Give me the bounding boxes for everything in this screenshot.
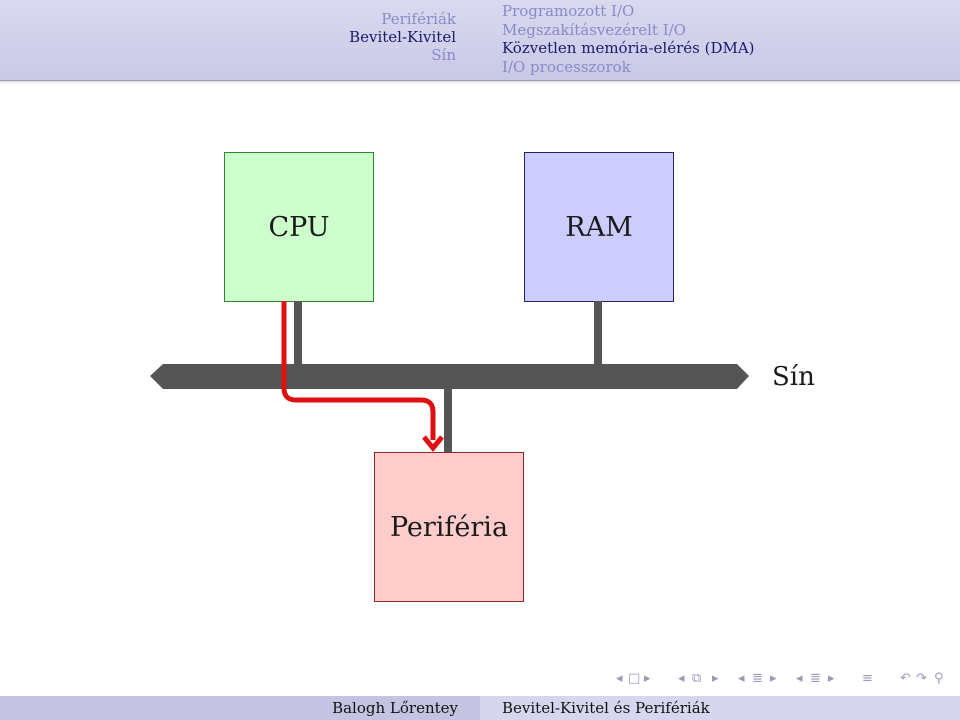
peripheral-bus-connector [444, 388, 452, 452]
nav-back-icon[interactable]: ↶ [900, 671, 911, 686]
nav-prev-frame-icon[interactable]: ◂ [616, 671, 623, 686]
peripheral-box: Periféria [374, 452, 524, 602]
nav-next-part-icon[interactable]: ▸ [828, 671, 835, 686]
nav-subsection-icon[interactable]: ⧉ [692, 671, 702, 686]
ram-box: RAM [524, 152, 674, 302]
nav-prev-part-icon[interactable]: ◂ [796, 671, 803, 686]
dma-path-arrowhead [422, 435, 444, 452]
ram-bus-connector [594, 301, 602, 365]
nav-forward-icon[interactable]: ↷ [916, 671, 927, 686]
subsection-link-megszakitas[interactable]: Megszakításvezérelt I/O [502, 20, 686, 39]
nav-next-subsection-icon[interactable]: ▸ [712, 671, 719, 686]
nav-prev-subsection-icon[interactable]: ◂ [678, 671, 685, 686]
section-link-periferiak[interactable]: Perifériák [381, 10, 456, 28]
nav-part-icon[interactable]: ≣ [810, 671, 821, 686]
peripheral-label: Periféria [389, 511, 509, 543]
dma-data-path [281, 301, 436, 440]
footer-author: Balogh Lőrentey [0, 696, 480, 720]
subsection-list: Programozott I/O Megszakításvezérelt I/O… [502, 2, 755, 76]
nav-section-icon[interactable]: ≣ [752, 671, 763, 686]
footer-title: Bevitel-Kivitel és Perifériák [480, 696, 960, 720]
cpu-bus-connector [294, 301, 302, 365]
nav-next-frame-icon[interactable]: ▸ [644, 671, 651, 686]
nav-search-icon[interactable]: ⚲ [934, 671, 944, 686]
system-bus [150, 364, 749, 389]
nav-align-icon[interactable]: ≡ [862, 671, 873, 686]
subsection-link-io-processzor[interactable]: I/O processzorok [502, 57, 631, 76]
section-list: Perifériák Bevitel-Kivitel Sín [349, 10, 456, 64]
cpu-box: CPU [224, 152, 374, 302]
subsection-link-programozott[interactable]: Programozott I/O [502, 2, 635, 20]
cpu-label: CPU [268, 211, 330, 243]
bus-label: Sín [772, 362, 815, 392]
ram-label: RAM [565, 211, 633, 243]
nav-frame-icon[interactable]: □ [628, 671, 641, 686]
header-shadow [0, 80, 960, 84]
slide-footer: Balogh Lőrentey Bevitel-Kivitel és Perif… [0, 696, 960, 720]
section-link-bevitel-kivitel[interactable]: Bevitel-Kivitel [349, 28, 456, 46]
nav-prev-section-icon[interactable]: ◂ [738, 671, 745, 686]
nav-next-section-icon[interactable]: ▸ [770, 671, 777, 686]
section-link-sin[interactable]: Sín [431, 46, 456, 64]
slide-header: Perifériák Bevitel-Kivitel Sín Programoz… [0, 0, 960, 84]
subsection-link-dma[interactable]: Közvetlen memória-elérés (DMA) [502, 39, 755, 57]
